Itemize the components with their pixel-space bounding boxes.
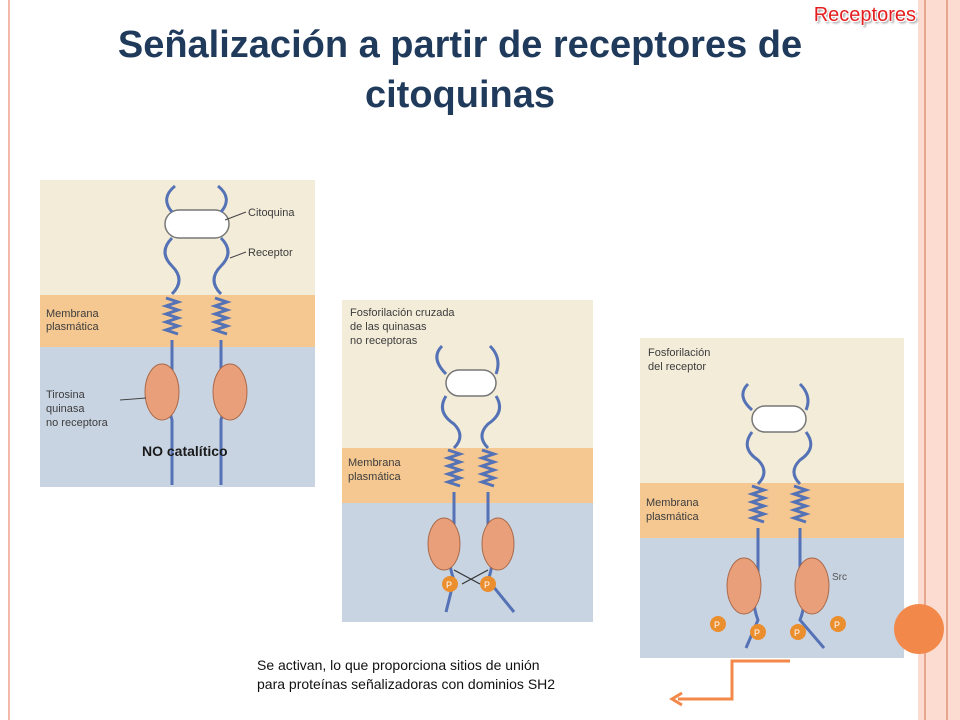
- receptor-chain-right: [477, 344, 516, 613]
- frame-line: [924, 0, 926, 720]
- label-membrane-2: plasmática: [646, 511, 699, 523]
- label-membrane-1: Membrana: [46, 308, 99, 320]
- receptor-diagram-1: Citoquina Receptor Membrana plasmática T…: [40, 180, 315, 487]
- slide-title: Señalización a partir de receptores de c…: [117, 24, 803, 116]
- receptor-chain-left: [741, 382, 769, 649]
- kinase-right: [481, 517, 515, 571]
- label-receptor: Receptor: [248, 247, 293, 259]
- receptor-diagram-2: P P Fosforilación cruzada de las quinasa…: [342, 300, 593, 622]
- phospho-label: P: [834, 620, 840, 630]
- cross-arrow: [453, 569, 481, 585]
- diagram-panel-resting: Citoquina Receptor Membrana plasmática T…: [40, 180, 315, 487]
- phospho-label: P: [754, 628, 760, 638]
- phospho-label: P: [714, 620, 720, 630]
- phospho-circle: [750, 624, 766, 640]
- label-membrane-1: Membrana: [348, 457, 401, 469]
- receptor-chain-left: [161, 184, 183, 485]
- cytokine-shape: [164, 209, 230, 239]
- kinase-left: [726, 557, 762, 615]
- kinase-left: [427, 517, 461, 571]
- pointer-arrow-icon: [669, 659, 790, 707]
- receptor-diagram-3: P P P P Src Fosforilación del receptor M…: [640, 338, 904, 658]
- diagram-panel-cross-phosphorylation: P P Fosforilación cruzada de las quinasa…: [342, 300, 593, 622]
- phospho-circle: [710, 616, 726, 632]
- section-tag: Receptores: [813, 4, 916, 26]
- cytokine-shape: [445, 369, 497, 397]
- decorative-circle: [894, 604, 944, 654]
- phospho-label: P: [484, 580, 490, 590]
- cytokine-shape: [751, 405, 807, 433]
- label-membrane-1: Membrana: [646, 497, 699, 509]
- label-cytokine: Citoquina: [248, 207, 295, 219]
- phospho-circle: [790, 624, 806, 640]
- label-cross-2: de las quinasas: [350, 321, 427, 333]
- kinase-left: [144, 363, 180, 421]
- label-kinase-3: no receptora: [46, 417, 109, 429]
- label-membrane-2: plasmática: [46, 321, 99, 333]
- label-membrane-2: plasmática: [348, 471, 401, 483]
- frame-line: [946, 0, 948, 720]
- receptor-chain-left: [435, 344, 465, 613]
- label-cross-3: no receptoras: [350, 335, 418, 347]
- label-kinase-2: quinasa: [46, 403, 85, 415]
- caption: Se activan, lo que proporciona sitios de…: [257, 656, 555, 694]
- handwritten-src: Src: [832, 572, 847, 583]
- phospho-circle: [442, 576, 458, 592]
- caption-line-1: Se activan, lo que proporciona sitios de…: [257, 657, 540, 673]
- label-cross-1: Fosforilación cruzada: [350, 307, 455, 319]
- phospho-label: P: [446, 580, 452, 590]
- phospho-circle: [830, 616, 846, 632]
- caption-line-2: para proteínas señalizadoras con dominio…: [257, 676, 556, 692]
- slide-border-left: [8, 0, 10, 720]
- receptor-chain-right: [789, 382, 826, 649]
- non-catalytic-note: NO catalítico: [142, 443, 228, 459]
- label-kinase-1: Tirosina: [46, 389, 86, 401]
- label-phospho-1: Fosforilación: [648, 347, 710, 359]
- diagram-panel-receptor-phosphorylation: P P P P Src Fosforilación del receptor M…: [640, 338, 904, 658]
- kinase-right: [794, 557, 830, 615]
- kinase-right: [212, 363, 248, 421]
- phospho-label: P: [794, 628, 800, 638]
- receptor-chain-right: [210, 184, 232, 485]
- label-phospho-2: del receptor: [648, 361, 706, 373]
- cross-arrow: [461, 569, 489, 585]
- phospho-circle: [480, 576, 496, 592]
